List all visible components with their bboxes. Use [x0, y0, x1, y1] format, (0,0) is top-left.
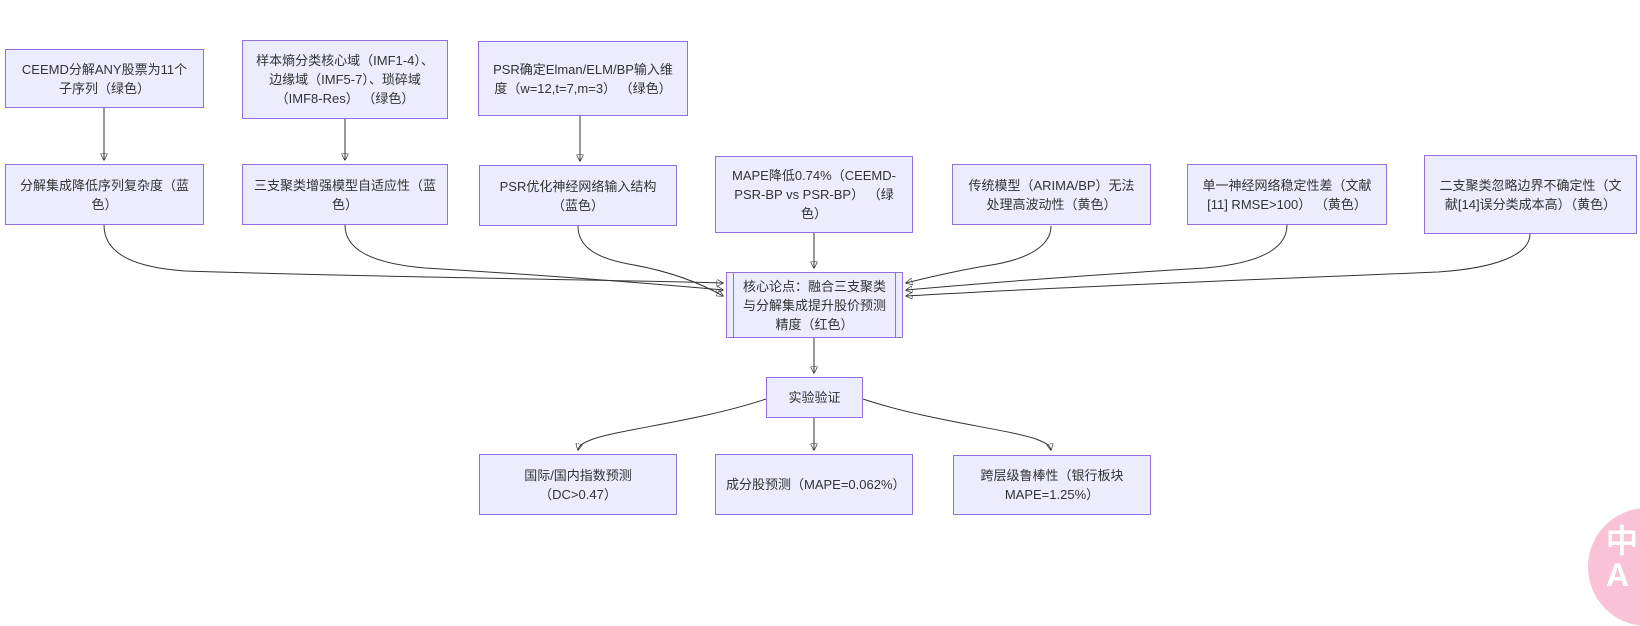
node-cross-level-robustness: 跨层级鲁棒性（银行板块MAPE=1.25%） — [953, 455, 1151, 515]
node-single-nn-instability: 单一神经网络稳定性差（文献[11] RMSE>100） （黄色） — [1187, 164, 1387, 225]
edge-decomp-core — [103, 224, 723, 283]
node-traditional-model: 传统模型（ARIMA/BP）无法处理高波动性（黄色） — [952, 164, 1151, 225]
node-sample-entropy: 样本熵分类核心域（IMF1-4）、边缘域（IMF5-7）、琐碎域（IMF8-Re… — [242, 40, 448, 119]
node-decomposition-ensemble: 分解集成降低序列复杂度（蓝色） — [5, 164, 204, 225]
edge-experiment-index — [578, 398, 767, 450]
node-stock-prediction: 成分股预测（MAPE=0.062%） — [715, 454, 913, 515]
edge-singlenn-core — [906, 224, 1288, 290]
edge-experiment-robust — [862, 398, 1051, 450]
edge-traditional-core — [906, 225, 1052, 283]
edge-psropt-core — [577, 225, 723, 296]
node-two-way-clustering: 二支聚类忽略边界不确定性（文献[14]误分类成本高）（黄色） — [1424, 155, 1637, 234]
node-index-prediction: 国际/国内指数预测（DC>0.47） — [479, 454, 677, 515]
edge-twoway-core — [906, 233, 1531, 296]
node-core-thesis: 核心论点：融合三支聚类与分解集成提升股价预测精度（红色） — [726, 272, 903, 338]
watermark-badge[interactable]: 中A — [1588, 508, 1640, 626]
node-experiment-validation: 实验验证 — [766, 377, 863, 418]
watermark-badge-text: 中A — [1606, 523, 1639, 593]
node-psr-input-dimension: PSR确定Elman/ELM/BP输入维度（w=12,t=7,m=3） （绿色） — [478, 41, 688, 116]
node-mape-reduction: MAPE降低0.74%（CEEMD-PSR-BP vs PSR-BP） （绿色） — [715, 156, 913, 233]
node-three-way-clustering: 三支聚类增强模型自适应性（蓝色） — [242, 164, 448, 225]
edge-threeway-core — [344, 224, 723, 290]
node-ceemd-decomposition: CEEMD分解ANY股票为11个子序列（绿色） — [5, 49, 204, 108]
node-psr-optimization: PSR优化神经网络输入结构（蓝色） — [479, 165, 677, 226]
